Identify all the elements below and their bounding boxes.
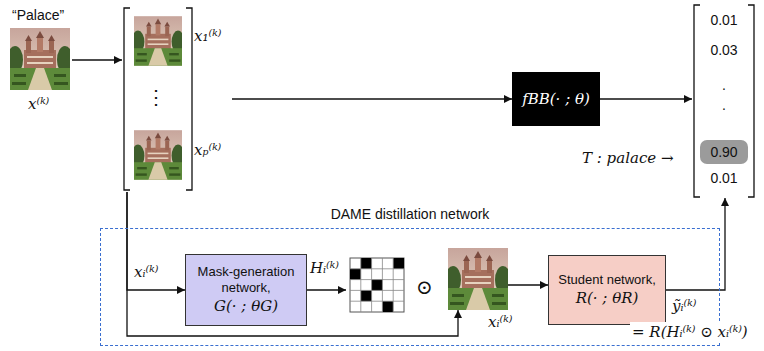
palace-image <box>132 16 185 66</box>
perturbation-stack: x₁⁽ᵏ⁾ ⋮ xₚ⁽ᵏ⁾ <box>122 6 232 192</box>
process-box: Mask-generation network,G(· ; θG) <box>185 254 307 326</box>
black-box-model: fBB(· ; θ) <box>512 72 600 126</box>
operator-symbol: ⊙ <box>416 276 433 298</box>
connector-arrow <box>127 192 185 290</box>
node-text: fBB(· ; θ) <box>522 89 590 109</box>
vector-bracket <box>694 5 700 197</box>
connector-arrow <box>508 284 548 285</box>
input-label: xᵢ⁽ᵏ⁾ <box>134 262 158 282</box>
connector-arrow <box>232 98 512 99</box>
palace-image <box>7 28 73 90</box>
connector-arrow <box>72 59 122 60</box>
connector-arrow <box>600 98 692 99</box>
mask-label: Hᵢ⁽ᵏ⁾ <box>310 258 339 278</box>
equation: = R(Hᵢ⁽ᵏ⁾ ⊙ xᵢ⁽ᵏ⁾) <box>630 322 750 342</box>
node-text: Mask-generation network, <box>192 264 300 296</box>
node-text: x⁽ᵏ⁾ <box>28 94 49 114</box>
masked-image: xᵢ⁽ᵏ⁾ <box>448 248 508 310</box>
node-text: G(· ; θG) <box>214 296 278 316</box>
process-box: Student network,R(· ; θR) <box>548 255 666 325</box>
output-label: ỹᵢ⁽ᵏ⁾ <box>672 296 696 316</box>
node-text: . <box>700 96 748 114</box>
node-text: 0.01 <box>700 169 748 187</box>
node-text: DAME distillation network <box>101 205 719 223</box>
vector-bracket <box>748 5 754 197</box>
matrix-bracket <box>186 8 192 190</box>
node-text: 0.03 <box>700 41 748 59</box>
node-text: “Palace” <box>12 6 64 24</box>
mask-grid <box>350 258 404 312</box>
output-vector: 0.01 0.03.. 0.90 0.01 <box>692 4 756 198</box>
node-text: R(· ; θR) <box>576 288 639 308</box>
matrix-bracket <box>124 8 130 190</box>
node-text: x₁⁽ᵏ⁾ <box>194 26 221 46</box>
palace-image <box>445 248 511 310</box>
target-label: T : palace → <box>582 148 674 168</box>
node-text: Student network, <box>558 272 656 288</box>
input-image: “Palace” x⁽ᵏ⁾ <box>8 6 72 124</box>
node-text: ⋮ <box>146 86 166 108</box>
distillation-region: DAME distillation networkMask-generation… <box>100 228 720 346</box>
node-text: xₚ⁽ᵏ⁾ <box>194 140 221 160</box>
node-text: 0.90 <box>700 140 748 164</box>
connector-arrow <box>666 198 725 290</box>
node-text: . <box>700 76 748 94</box>
node-text: 0.01 <box>700 11 748 29</box>
node-text: xᵢ⁽ᵏ⁾ <box>488 312 512 332</box>
palace-image <box>132 130 185 180</box>
